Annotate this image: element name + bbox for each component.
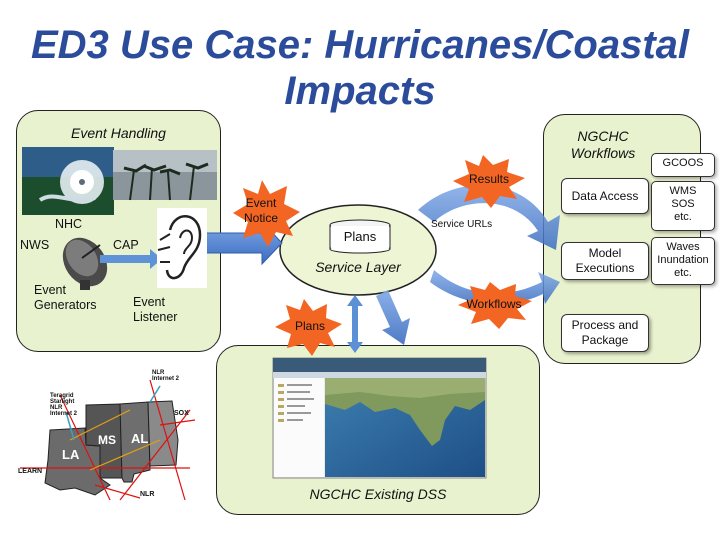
- cap-arrow: [100, 249, 162, 269]
- title-line-1: ED3 Use Case: Hurricanes/Coastal: [30, 23, 690, 67]
- service-urls-label: Service URLs: [431, 219, 493, 230]
- plans-database-icon: [329, 219, 391, 254]
- workflows-burst: [458, 282, 532, 329]
- results-curve-arrow: [418, 185, 560, 250]
- wms-sos-tag: WMS SOS etc.: [651, 181, 715, 231]
- nws-label: NWS: [20, 238, 50, 252]
- event-handling-title: Event Handling: [71, 125, 166, 141]
- cap-label: CAP: [113, 238, 139, 252]
- map-label-internet2-2: Internet 2: [152, 376, 180, 382]
- workflows-arrow: [430, 270, 560, 305]
- model-executions-button[interactable]: Model Executions: [561, 242, 649, 280]
- data-access-button[interactable]: Data Access: [561, 178, 649, 214]
- workflows-panel-title: NGCHC Workflows: [570, 128, 636, 161]
- map-label-internet2-1: Internet 2: [50, 411, 78, 417]
- hurricane-satellite-image: [22, 147, 114, 215]
- map-label-ms: MS: [98, 433, 116, 447]
- map-label-nlr-1: NLR: [50, 405, 63, 411]
- gcoos-tag: GCOOS: [651, 153, 715, 177]
- event-notice-burst: [233, 180, 300, 247]
- map-label-al: AL: [131, 431, 149, 446]
- workflows-text: Workflows: [466, 297, 522, 311]
- plans-db-label: Plans: [343, 229, 377, 244]
- map-label-teragrid: Teragrid: [50, 393, 74, 399]
- plans-burst: [275, 299, 342, 356]
- results-text: Results: [468, 172, 509, 186]
- service-dss-double-arrow: [347, 295, 363, 353]
- event-notice-text: Event Notice: [243, 196, 278, 225]
- dss-label: NGCHC Existing DSS: [309, 486, 447, 502]
- network-map-image: [20, 379, 196, 501]
- waves-inundation-tag: Waves Inundation etc.: [651, 237, 715, 285]
- map-label-la: LA: [62, 447, 80, 462]
- map-label-learn: LEARN: [18, 468, 43, 475]
- service-to-dss-arrow: [376, 290, 410, 345]
- nhc-label: NHC: [55, 217, 83, 231]
- page-title: ED3 Use Case: Hurricanes/Coastal Impacts: [0, 22, 720, 114]
- plans-burst-text: Plans: [294, 319, 326, 333]
- satellite-dish-icon: [62, 237, 108, 290]
- title-line-2: Impacts: [284, 69, 436, 113]
- event-listener-ear-icon: [157, 208, 207, 288]
- service-layer-label: Service Layer: [315, 259, 401, 275]
- process-package-button[interactable]: Process and Package: [561, 314, 649, 352]
- map-label-nlr-2: NLR: [140, 491, 155, 498]
- event-listener-label: Event Listener: [133, 295, 178, 324]
- map-label-starlight: Starlight: [50, 399, 75, 405]
- event-generators-label: Event Generators: [34, 283, 97, 312]
- map-label-nlr-3: NLR: [152, 370, 165, 376]
- results-burst: [453, 155, 525, 208]
- storm-palms-image: [113, 150, 217, 201]
- dss-map-screenshot[interactable]: [272, 357, 487, 479]
- map-label-sox: SOX: [174, 410, 189, 417]
